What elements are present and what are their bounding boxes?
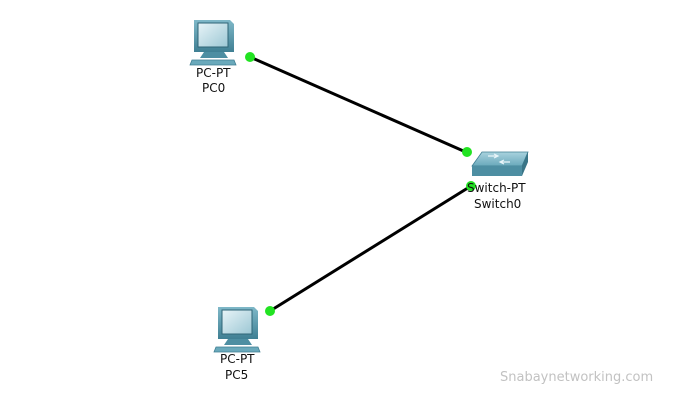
- pc5-type-label: PC-PT: [220, 352, 255, 366]
- link-light-switch0-port2: [466, 181, 476, 191]
- link-pc0-switch0[interactable]: [249, 55, 469, 155]
- desktop-computer-icon[interactable]: [213, 307, 261, 353]
- link-light-pc5-end: [265, 306, 275, 316]
- pc0-name-label: PC0: [202, 81, 226, 95]
- link-pc5-switch0[interactable]: [269, 184, 472, 313]
- pc5-name-label: PC5: [225, 368, 249, 382]
- switch0-name-label: Switch0: [474, 197, 522, 211]
- link-light-pc0-end: [245, 52, 255, 62]
- network-switch-icon[interactable]: [471, 151, 529, 176]
- link-light-switch0-port1: [462, 147, 472, 157]
- watermark-text: Snabaynetworking.com: [500, 370, 654, 385]
- pc0-type-label: PC-PT: [196, 66, 231, 80]
- switch0-type-label: Switch-PT: [467, 181, 526, 195]
- desktop-computer-icon[interactable]: [189, 20, 237, 66]
